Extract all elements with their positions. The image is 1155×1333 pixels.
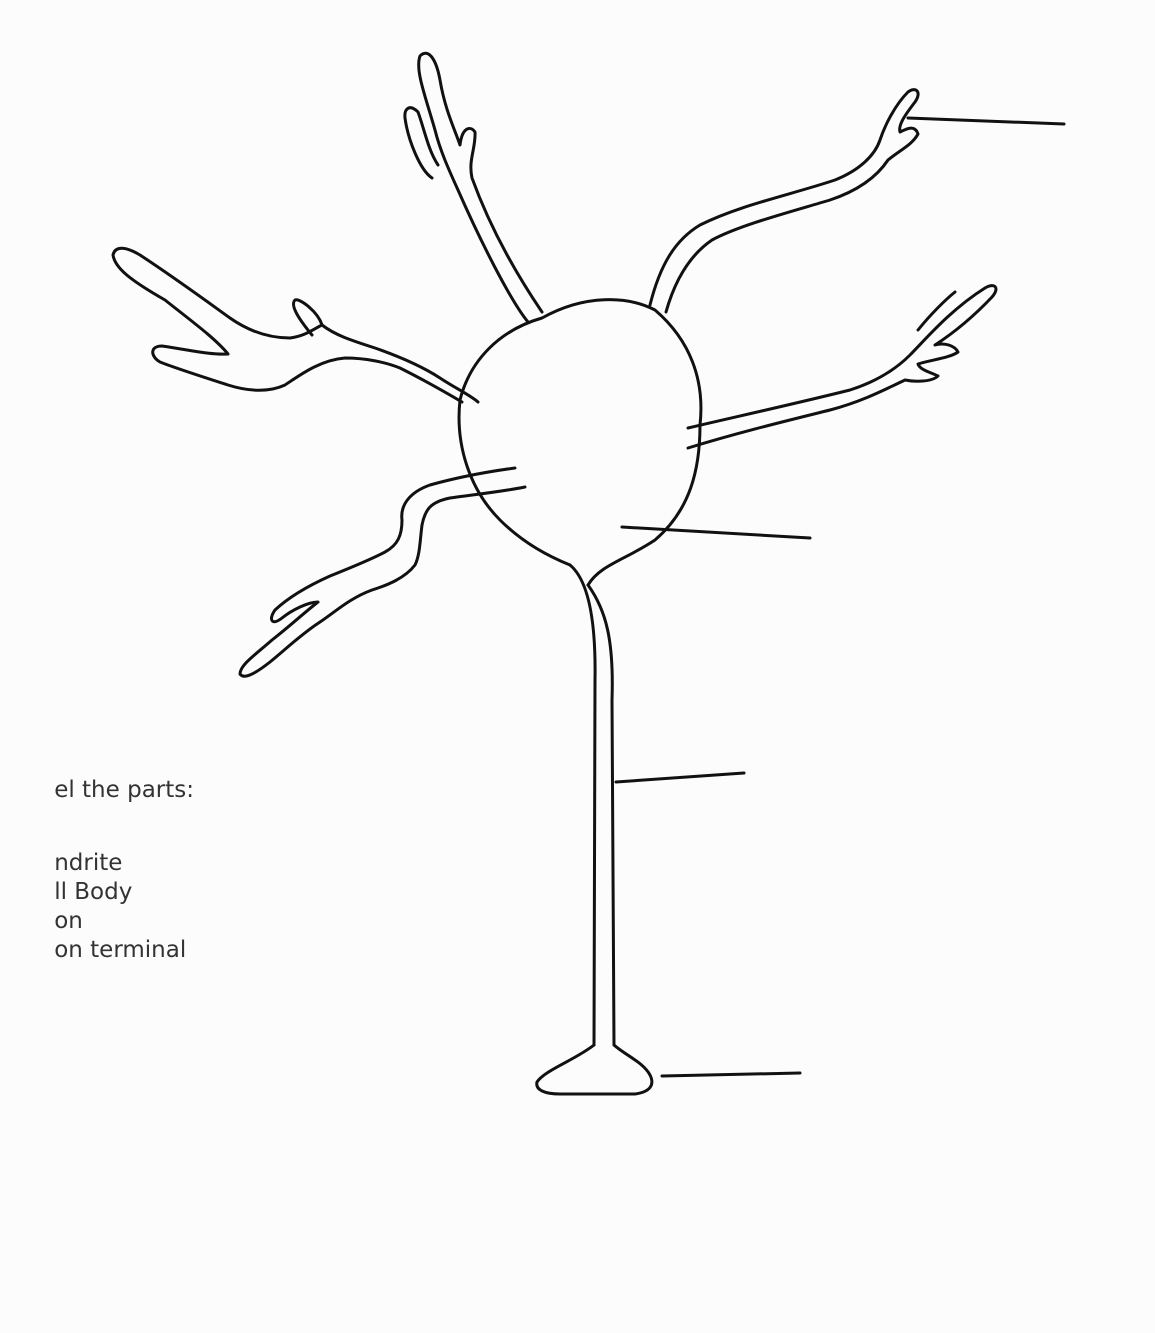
axon bbox=[570, 565, 614, 1045]
dendrite-left-upper bbox=[113, 248, 462, 402]
term-axon-terminal: on terminal bbox=[54, 936, 194, 965]
instructions-title: el the parts: bbox=[54, 776, 194, 805]
axon-terminal bbox=[537, 1045, 652, 1094]
leader-line-1 bbox=[908, 118, 1064, 124]
leader-line-3 bbox=[616, 773, 744, 782]
leader-line-2 bbox=[622, 527, 810, 538]
leader-line-4 bbox=[662, 1073, 800, 1076]
instructions-panel: el the parts: ndrite ll Body on on termi… bbox=[0, 776, 200, 1046]
term-axon: on bbox=[54, 907, 194, 936]
term-cell-body: ll Body bbox=[54, 878, 194, 907]
dendrite-upper-right bbox=[650, 90, 918, 312]
dendrite-left-upper-branch bbox=[322, 325, 478, 402]
dendrite-right bbox=[688, 286, 996, 448]
instructions-spacer bbox=[54, 805, 194, 849]
cell-body bbox=[459, 300, 701, 585]
instructions-clip: el the parts: ndrite ll Body on on termi… bbox=[54, 776, 194, 965]
term-dendrite: ndrite bbox=[54, 849, 194, 878]
dendrite-top bbox=[405, 53, 542, 322]
